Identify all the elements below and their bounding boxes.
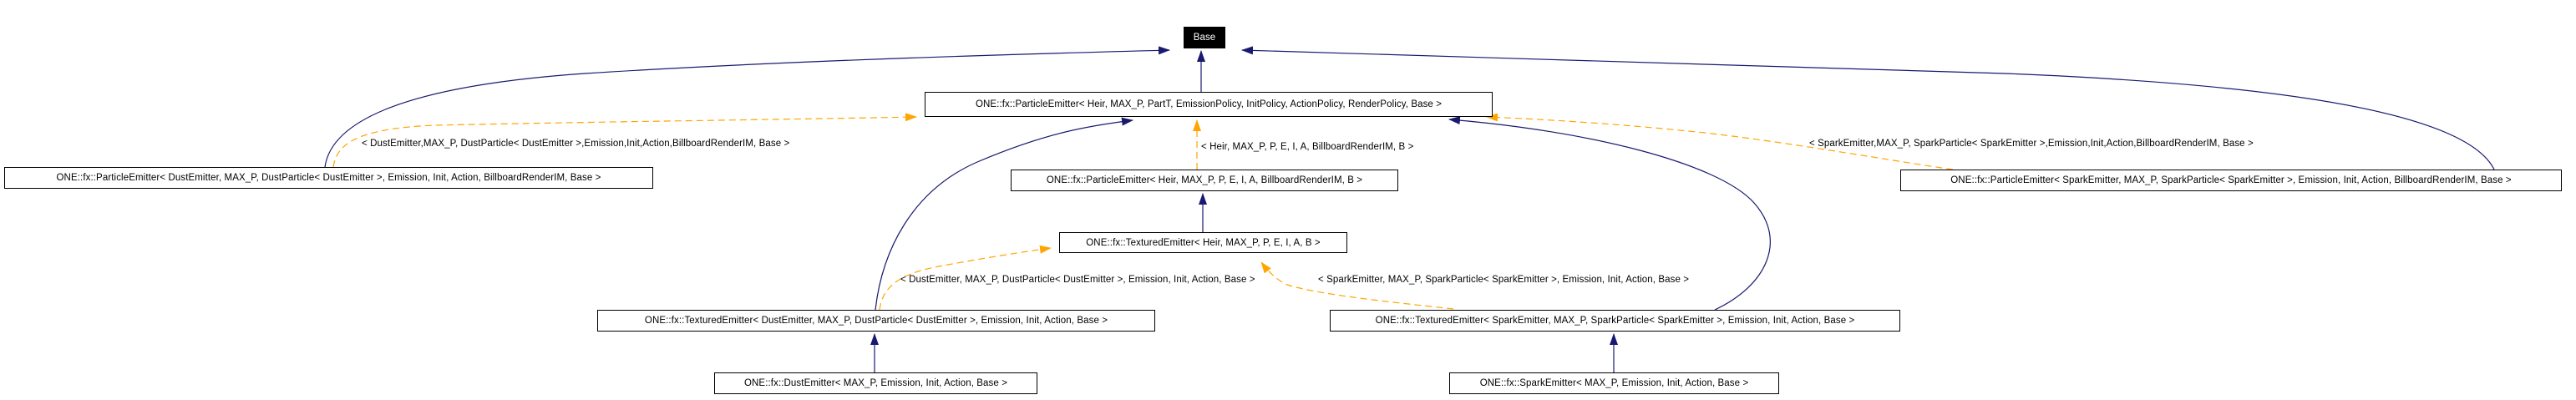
edge-template-textured-dust-to-textured-generic xyxy=(879,245,1052,311)
edge-template-textured-spark-to-textured-generic xyxy=(1260,261,1454,310)
node-dust-emitter[interactable]: ONE::fx::DustEmitter< MAX_P, Emission, I… xyxy=(714,372,1037,394)
node-particle-emitter-heir[interactable]: ONE::fx::ParticleEmitter< Heir, MAX_P, P… xyxy=(1011,170,1398,191)
node-textured-emitter-dust[interactable]: ONE::fx::TexturedEmitter< DustEmitter, M… xyxy=(597,310,1155,332)
edge-template-particle-dust-to-particle-generic xyxy=(332,113,917,168)
edge-label-heir-particle-args: < Heir, MAX_P, P, E, I, A, BillboardRend… xyxy=(1201,142,1414,152)
node-particle-emitter-dust[interactable]: ONE::fx::ParticleEmitter< DustEmitter, M… xyxy=(4,167,653,189)
edge-inherit-particle-spark-to-base xyxy=(1241,46,2495,170)
edge-label-spark-particle-args: < SparkEmitter,MAX_P, SparkParticle< Spa… xyxy=(1809,139,2254,149)
edge-template-particle-spark-to-particle-generic xyxy=(1486,113,1954,170)
edge-inherit-textured-spark-to-particle-generic xyxy=(1448,116,1771,311)
edge-label-dust-particle-args: < DustEmitter,MAX_P, DustParticle< DustE… xyxy=(362,139,790,149)
edge-label-dust-textured-args: < DustEmitter, MAX_P, DustParticle< Dust… xyxy=(900,275,1255,285)
edge-label-spark-textured-args: < SparkEmitter, MAX_P, SparkParticle< Sp… xyxy=(1318,275,1690,285)
edge-inherit-particle-dust-to-base xyxy=(324,46,1170,168)
edge-inherit-textured-dust-to-particle-generic xyxy=(875,117,1133,311)
node-textured-emitter-spark[interactable]: ONE::fx::TexturedEmitter< SparkEmitter, … xyxy=(1330,310,1900,332)
node-particle-emitter-generic[interactable]: ONE::fx::ParticleEmitter< Heir, MAX_P, P… xyxy=(925,92,1493,117)
node-textured-emitter-generic[interactable]: ONE::fx::TexturedEmitter< Heir, MAX_P, P… xyxy=(1059,232,1347,253)
node-spark-emitter[interactable]: ONE::fx::SparkEmitter< MAX_P, Emission, … xyxy=(1449,372,1779,394)
node-particle-emitter-spark[interactable]: ONE::fx::ParticleEmitter< SparkEmitter, … xyxy=(1900,170,2562,191)
node-base: Base xyxy=(1184,27,1225,48)
